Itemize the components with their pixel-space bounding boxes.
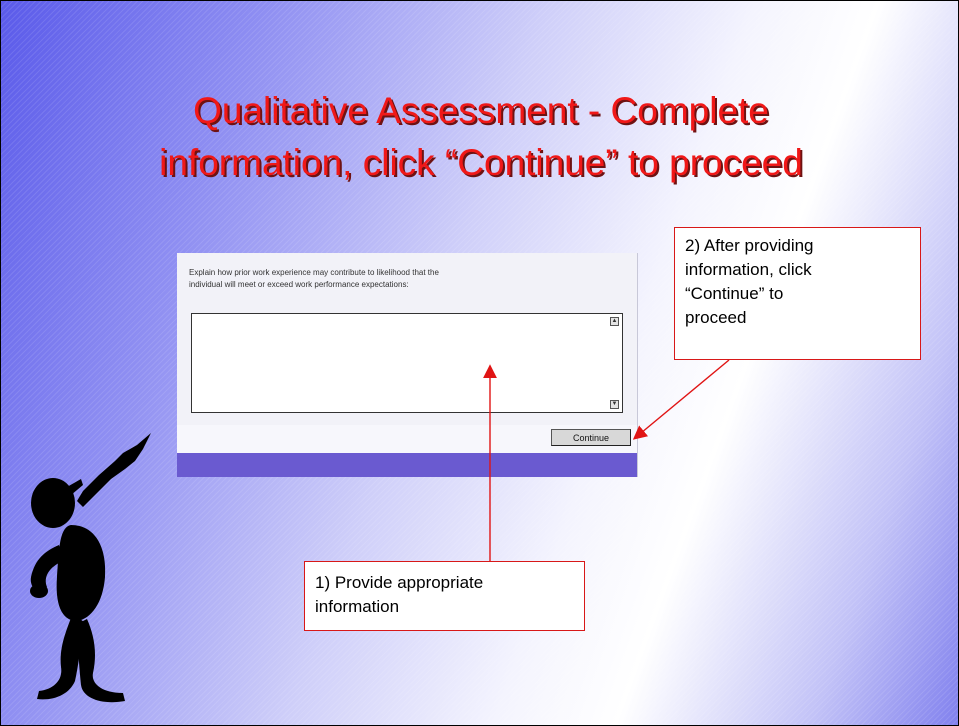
arrow-to-continue [632,359,730,440]
title-line-1: Qualitative Assessment - Complete [193,90,769,131]
callout-1-line-2: information [315,597,400,616]
prompt-line-2: individual will meet or exceed work perf… [189,280,409,289]
scroll-down-arrow-icon[interactable]: ▼ [610,400,619,409]
title-line-2: information, click “Continue” to proceed [159,142,803,183]
footer-bar [177,453,637,477]
callout-step-2: 2) After providing information, click “C… [674,227,921,360]
prompt-line-1: Explain how prior work experience may co… [189,268,439,277]
form-screenshot: Explain how prior work experience may co… [177,253,638,477]
callout-1-line-1: 1) Provide appropriate [315,573,484,592]
scroll-up-arrow-icon[interactable]: ▲ [610,317,619,326]
callout-2-line-3: “Continue” to [685,284,784,303]
response-textarea[interactable]: ▲ ▼ [191,313,623,413]
callout-2-line-1: 2) After providing [685,236,814,255]
callout-step-1: 1) Provide appropriate information [304,561,585,631]
question-prompt: Explain how prior work experience may co… [189,267,609,291]
slide-title: Qualitative Assessment - Complete inform… [31,85,931,189]
continue-button[interactable]: Continue [551,429,631,446]
pointing-stick-figure-icon [30,433,151,703]
callout-2-line-2: information, click [685,260,812,279]
button-row: Continue [177,425,637,453]
callout-2-line-4: proceed [685,308,747,327]
